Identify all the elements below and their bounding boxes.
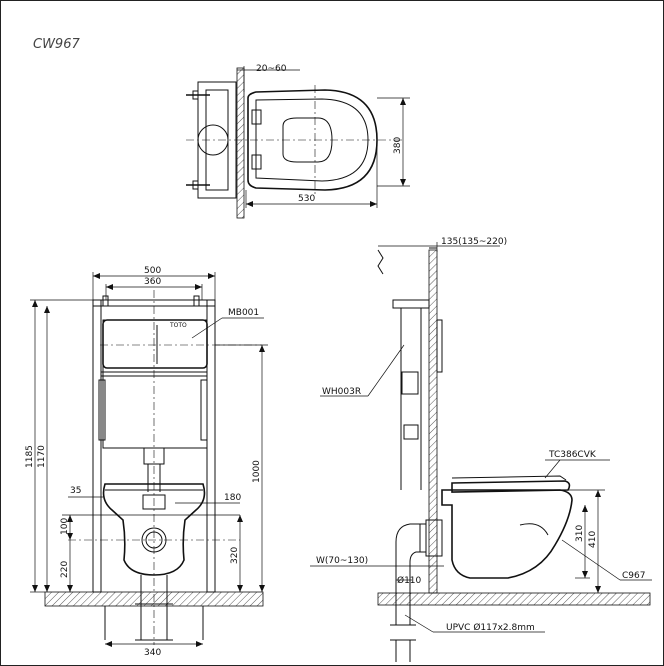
frame-left-post	[92, 299, 102, 593]
dim-waste-adjust: W(70~130)	[316, 556, 368, 566]
dim-height-frame: 1170	[37, 445, 47, 468]
side-wall	[428, 249, 438, 594]
dim-35: 35	[70, 486, 81, 496]
dim-320: 320	[230, 547, 240, 564]
dim-length: 530	[298, 194, 315, 204]
top-bowl-opening	[282, 117, 333, 163]
dim-height-410: 410	[588, 531, 598, 548]
dim-220: 220	[60, 561, 70, 578]
dim-width: 380	[393, 137, 403, 154]
top-wall	[236, 67, 245, 219]
dim-340: 340	[144, 648, 161, 658]
label-toilet: C967	[622, 571, 645, 581]
drawing-title: CW967	[33, 37, 80, 52]
front-view: TOTO 500	[25, 266, 268, 658]
side-bowl	[441, 489, 573, 579]
flush-plate	[102, 319, 208, 369]
dim-180: 180	[224, 493, 241, 503]
label-pipe-spec: UPVC Ø117x2.8mm	[446, 622, 535, 633]
dim-pipe-dia: Ø110	[397, 575, 422, 586]
label-bracket: WH003R	[322, 387, 361, 397]
dim-inner-width: 360	[144, 277, 161, 287]
dim-frame-width: 500	[144, 266, 161, 276]
front-bowl	[102, 483, 206, 576]
cistern	[102, 319, 208, 449]
top-view: 20~60 380 530	[186, 64, 410, 219]
dim-100: 100	[60, 518, 70, 535]
side-floor	[377, 592, 651, 606]
dim-1000: 1000	[252, 460, 262, 483]
dim-wall-gap: 20~60	[256, 64, 287, 74]
side-flush-plate	[436, 319, 443, 373]
label-seat-cover: TC386CVK	[548, 450, 597, 460]
svg-text:TOTO: TOTO	[169, 322, 187, 329]
dim-wall-depth: 135(135~220)	[441, 237, 507, 247]
top-seat-outline	[247, 89, 378, 191]
side-view: WH003R 135(135~220) TC386CVK C967 310 41…	[310, 237, 652, 662]
dim-height-310: 310	[575, 525, 585, 542]
frame-right-post	[206, 299, 216, 593]
label-flush-plate: MB001	[228, 308, 259, 318]
dim-height-total: 1185	[25, 445, 35, 468]
